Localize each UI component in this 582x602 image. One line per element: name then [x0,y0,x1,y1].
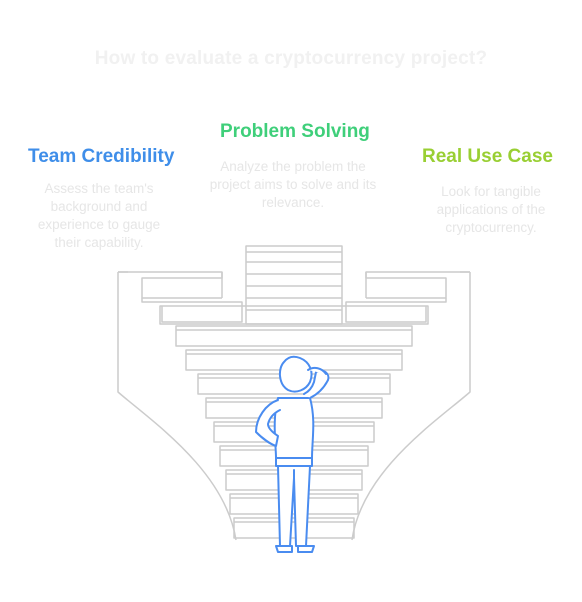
real-use-case-heading: Real Use Case [422,146,553,167]
person-figure [255,355,330,553]
team-credibility-description: Assess the team's background and experie… [37,181,161,250]
diagram-title: How to evaluate a cryptocurrency project… [94,48,488,69]
problem-solving-description: Analyze the problem the project aims to … [209,159,377,210]
problem-solving-heading: Problem Solving [220,121,370,142]
real-use-case-description: Look for tangible applications of the cr… [436,184,546,235]
team-credibility-heading: Team Credibility [28,146,175,167]
